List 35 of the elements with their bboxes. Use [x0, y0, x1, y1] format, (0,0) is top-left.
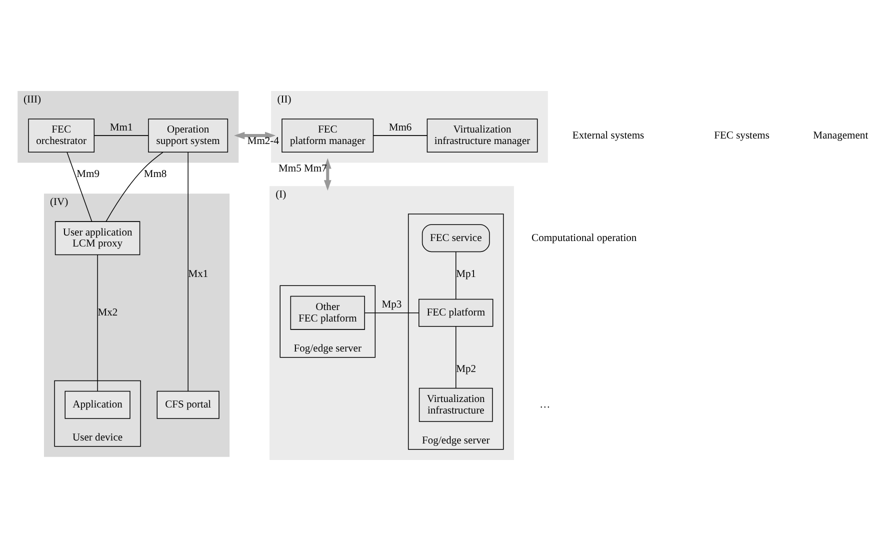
- node-box: CFS portal: [156, 390, 220, 418]
- edge-label: Mp1: [456, 268, 476, 280]
- node-box: FEC platform: [418, 298, 494, 326]
- edge-label: Mm1: [110, 122, 133, 133]
- arrow: [234, 131, 276, 139]
- edge-label: Mm9: [76, 168, 100, 180]
- edge-label: Mp2: [456, 363, 476, 374]
- connector: [106, 151, 164, 222]
- label: Management: [813, 130, 868, 141]
- node-box: Other FEC platform: [290, 295, 365, 330]
- node-box: User application LCM proxy: [54, 220, 140, 255]
- label: External systems: [572, 130, 644, 141]
- edge-label: Mm2-4: [247, 136, 279, 147]
- node-box: FEC platform manager: [282, 118, 374, 152]
- node-box: Operation support system: [148, 118, 228, 152]
- connector: [66, 151, 92, 222]
- edge-label: Mx2: [98, 307, 118, 318]
- arrow: [324, 158, 332, 190]
- node-box: FEC service: [422, 224, 490, 252]
- label: …: [540, 399, 550, 410]
- node-box: Virtualization infrastructure manager: [426, 118, 538, 152]
- label: FEC systems: [714, 130, 770, 141]
- node-box: FEC orchestrator: [28, 118, 95, 152]
- connector: [373, 134, 428, 136]
- label: Computational operation: [532, 232, 637, 244]
- edge-label: Mm5 Mm7: [278, 162, 327, 174]
- connector: [97, 254, 98, 392]
- connector: [364, 312, 420, 313]
- edge-label: Mp3: [382, 299, 402, 310]
- edge-label: Mm8: [144, 168, 167, 180]
- connector: [94, 134, 149, 136]
- edge-label: Mx1: [188, 268, 208, 280]
- edge-label: Mm6: [388, 122, 412, 133]
- node-box: Virtualization infrastructure: [418, 387, 493, 422]
- node-box: Application: [64, 390, 130, 418]
